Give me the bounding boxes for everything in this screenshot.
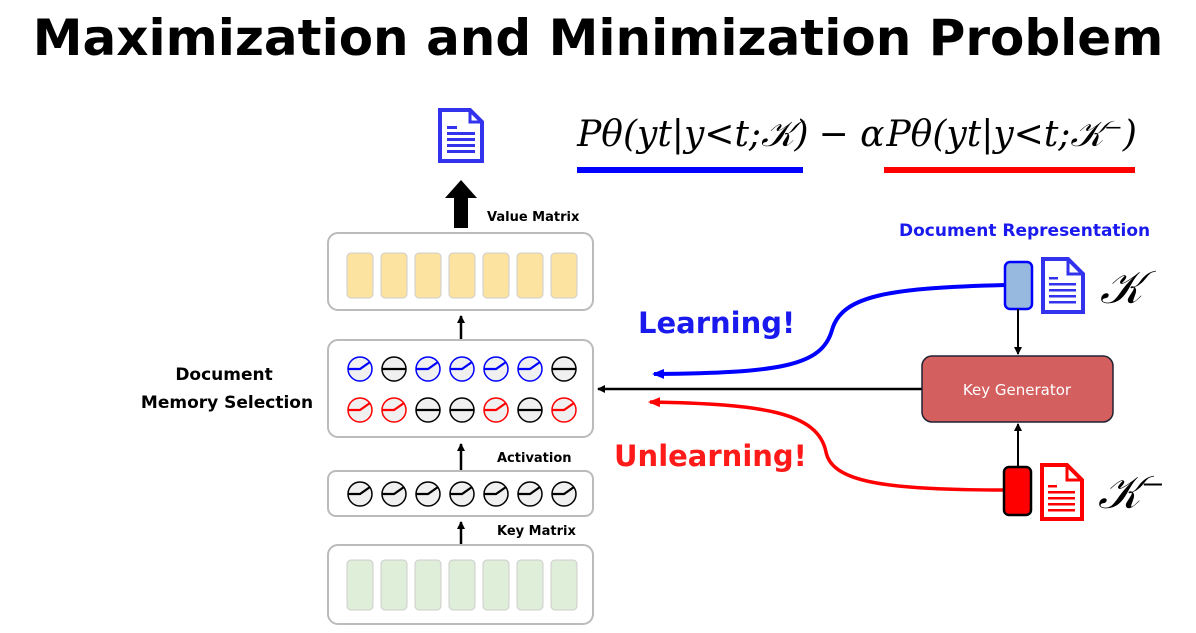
value-bar — [482, 252, 510, 299]
key-generator-label: Key Generator — [963, 381, 1072, 399]
page-title: Maximization and Minimization Problem — [33, 9, 1164, 67]
k-positive-symbol: 𝒦 — [1100, 260, 1157, 314]
activated-circle — [381, 481, 407, 507]
positive-underline — [577, 167, 803, 173]
unlearning-label: Unlearning! — [614, 439, 807, 473]
formula-positive-term: Pθ(yt|y<t;𝒦) — [576, 114, 808, 155]
activated-circle — [347, 481, 373, 507]
value-bar — [414, 252, 442, 299]
learning-label: Learning! — [638, 306, 795, 340]
key-matrix-bars — [346, 559, 578, 611]
negative-underline — [884, 167, 1135, 173]
deactivated-circle — [517, 397, 543, 423]
activated-circle — [517, 481, 543, 507]
formula: Pθ(yt|y<t;𝒦) − αPθ(yt|y<t;𝒦⁻) — [576, 114, 1137, 155]
k-negative-symbol: 𝒦⁻ — [1098, 465, 1165, 519]
deactivated-circle — [551, 356, 577, 382]
formula-negative-term: Pθ(yt|y<t;𝒦⁻) — [885, 114, 1136, 155]
activated-circle — [449, 356, 475, 382]
deactivated-circle — [415, 397, 441, 423]
key-bar — [346, 559, 374, 611]
value-bar — [380, 252, 408, 299]
value-bar — [448, 252, 476, 299]
output-document-icon — [438, 108, 484, 163]
deactivated-circle — [449, 397, 475, 423]
formula-operator: − α — [819, 114, 885, 155]
output-arrow — [445, 180, 477, 228]
selection-activations — [347, 356, 577, 423]
activated-circle — [483, 356, 509, 382]
key-bar — [516, 559, 544, 611]
activated-circle — [483, 397, 509, 423]
activated-circle — [449, 481, 475, 507]
value-bar — [346, 252, 374, 299]
activated-circle — [381, 397, 407, 423]
unlearning-curve — [648, 397, 1005, 492]
value-matrix-label: Value Matrix — [487, 210, 580, 225]
activated-circle — [483, 481, 509, 507]
value-bar — [516, 252, 544, 299]
activation-label: Activation — [497, 451, 572, 466]
value-bar — [550, 252, 578, 299]
value-matrix-bars — [346, 252, 578, 299]
activated-circle — [415, 356, 441, 382]
learning-curve — [652, 283, 1006, 379]
activated-circle — [347, 397, 373, 423]
activated-circle — [415, 481, 441, 507]
activated-circle — [551, 397, 577, 423]
key-matrix-label: Key Matrix — [497, 524, 576, 539]
key-bar — [448, 559, 476, 611]
activated-circle — [517, 356, 543, 382]
deactivated-circle — [381, 356, 407, 382]
memory-selection-label: Document Memory Selection — [141, 365, 313, 413]
key-bar — [414, 559, 442, 611]
key-bar — [380, 559, 408, 611]
key-bar — [550, 559, 578, 611]
negative-document-icon — [1040, 463, 1084, 521]
positive-document-icon — [1041, 257, 1085, 314]
negative-representation-block — [1002, 465, 1033, 517]
key-bar — [482, 559, 510, 611]
activated-circle — [347, 356, 373, 382]
document-representation-label: Document Representation — [899, 221, 1150, 241]
positive-representation-block — [1003, 260, 1034, 311]
activated-circle — [551, 481, 577, 507]
activation-functions — [347, 481, 577, 507]
key-generator-box — [921, 355, 1114, 423]
